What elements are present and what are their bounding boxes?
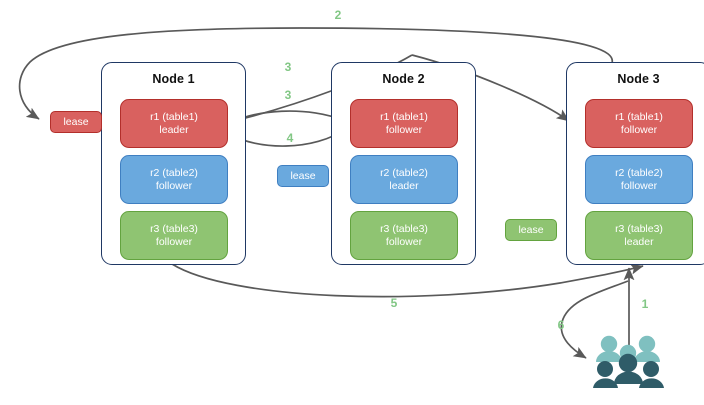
lease-badge-red[interactable]: lease xyxy=(50,111,102,133)
lease-badge-green[interactable]: lease xyxy=(505,219,557,241)
replica-role: leader xyxy=(159,123,189,136)
replica-box[interactable]: r2 (table2) follower xyxy=(120,155,228,204)
step-label-4: 4 xyxy=(286,131,294,145)
replica-role: follower xyxy=(385,123,423,136)
replica-box[interactable]: r3 (table3) leader xyxy=(585,211,693,260)
replica-box[interactable]: r1 (table1) follower xyxy=(350,99,458,148)
arrow-step-5 xyxy=(171,263,644,298)
step-label-3-upper: 3 xyxy=(284,60,292,74)
node-title: Node 3 xyxy=(617,72,660,86)
node-title: Node 2 xyxy=(382,72,425,86)
replica-name: r3 (table3) xyxy=(150,222,198,235)
step-label-1: 1 xyxy=(641,297,649,311)
arrow-step-3-upper-tail xyxy=(411,54,570,122)
arrow-step-2 xyxy=(18,27,613,120)
replica-box[interactable]: r1 (table1) leader xyxy=(120,99,228,148)
replica-name: r3 (table3) xyxy=(615,222,663,235)
lease-label: lease xyxy=(63,116,89,128)
replica-role: follower xyxy=(620,123,658,136)
replica-role: follower xyxy=(155,235,193,248)
replica-name: r1 (table1) xyxy=(380,110,428,123)
step-label-2: 2 xyxy=(334,8,342,22)
replica-name: r2 (table2) xyxy=(615,166,663,179)
replica-box[interactable]: r3 (table3) follower xyxy=(350,211,458,260)
replica-name: r1 (table1) xyxy=(615,110,663,123)
arrow-step-6 xyxy=(560,280,629,359)
lease-label: lease xyxy=(518,224,544,236)
replica-box[interactable]: r2 (table2) follower xyxy=(585,155,693,204)
replica-role: follower xyxy=(385,235,423,248)
node-container-1[interactable]: Node 1 r1 (table1) leader r2 (table2) fo… xyxy=(101,62,246,265)
replica-name: r3 (table3) xyxy=(380,222,428,235)
node-container-3[interactable]: Node 3 r1 (table1) follower r2 (table2) … xyxy=(566,62,704,265)
replica-role: follower xyxy=(155,179,193,192)
replica-box[interactable]: r1 (table1) follower xyxy=(585,99,693,148)
node-container-2[interactable]: Node 2 r1 (table1) follower r2 (table2) … xyxy=(331,62,476,265)
lease-label: lease xyxy=(290,170,316,182)
replica-role: leader xyxy=(389,179,419,192)
replica-role: follower xyxy=(620,179,658,192)
node-title: Node 1 xyxy=(152,72,195,86)
users-icon xyxy=(593,335,664,388)
replica-role: leader xyxy=(624,235,654,248)
replica-name: r1 (table1) xyxy=(150,110,198,123)
step-label-6: 6 xyxy=(557,318,565,332)
replica-box[interactable]: r3 (table3) follower xyxy=(120,211,228,260)
replica-name: r2 (table2) xyxy=(380,166,428,179)
step-label-3-lower: 3 xyxy=(284,88,292,102)
replica-box[interactable]: r2 (table2) leader xyxy=(350,155,458,204)
step-label-5: 5 xyxy=(390,296,398,310)
replica-name: r2 (table2) xyxy=(150,166,198,179)
lease-badge-blue[interactable]: lease xyxy=(277,165,329,187)
